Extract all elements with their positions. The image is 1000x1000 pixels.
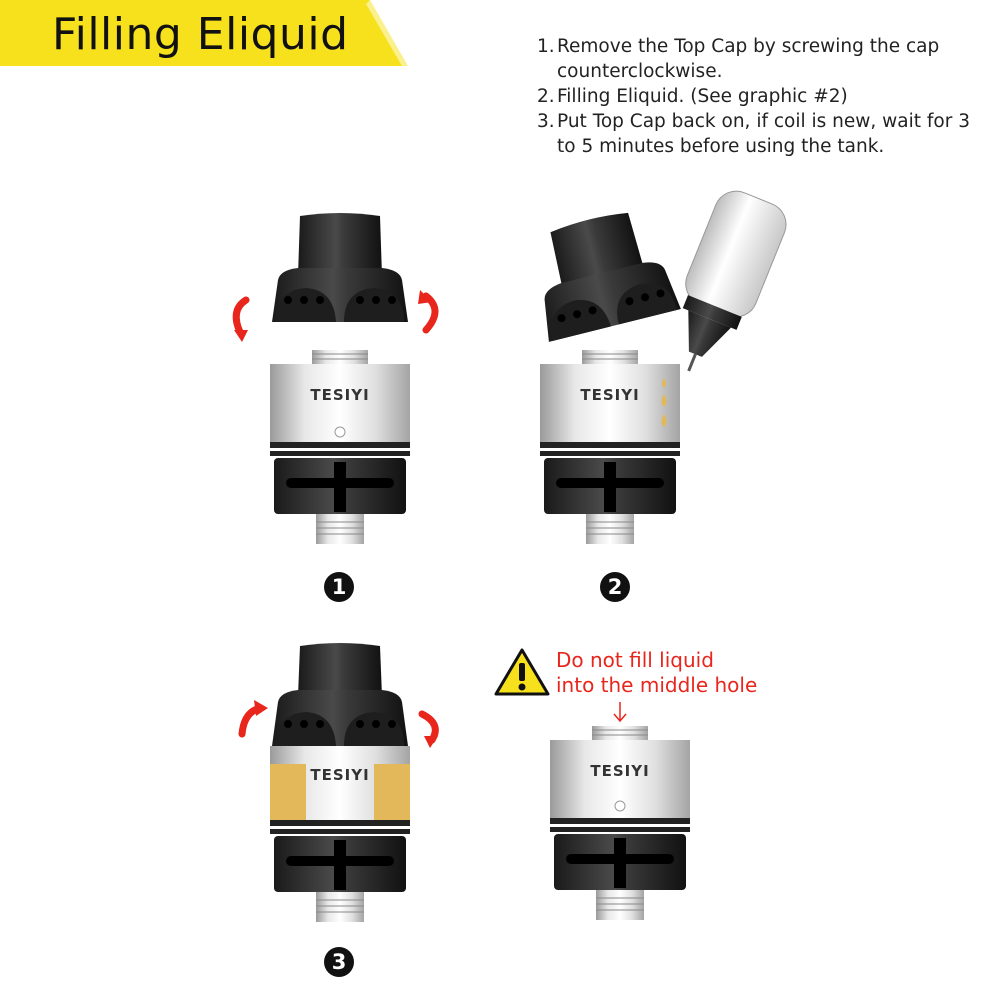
- step-marker-1: 1: [324, 572, 354, 602]
- step-marker-3: 3: [324, 947, 354, 977]
- step-number: 2.: [537, 86, 555, 107]
- liquid-level-right: [374, 764, 410, 820]
- figure-3-cap-on: TESIYI: [238, 643, 439, 922]
- instruction-step-2: 2. Filling Eliquid. (See graphic #2): [537, 84, 977, 109]
- warning-line-1: Do not fill liquid: [556, 648, 714, 672]
- liquid-drops: [661, 378, 667, 427]
- liquid-level-left: [270, 764, 306, 820]
- instruction-step-3: 3. Put Top Cap back on, if coil is new, …: [537, 109, 977, 159]
- page-title: Filling Eliquid: [52, 9, 349, 60]
- rotate-right-arrow-icon: [422, 292, 439, 334]
- warning-line-2: into the middle hole: [556, 673, 758, 697]
- figure-1-remove-cap: TESIYI: [232, 213, 439, 544]
- tank-body: TESIYI: [270, 350, 410, 544]
- top-cap: [272, 213, 408, 322]
- brand-label: TESIYI: [580, 386, 639, 404]
- figure-2-filling: TESIYI: [540, 190, 787, 544]
- step-marker-2: 2: [600, 572, 630, 602]
- tank-body-filled: TESIYI: [270, 746, 410, 922]
- top-cap-tilted: [544, 212, 681, 342]
- rotate-left-arrow-icon: [232, 296, 250, 336]
- instruction-list: 1. Remove the Top Cap by screwing the ca…: [537, 34, 977, 159]
- step-text: Put Top Cap back on, if coil is new, wai…: [557, 111, 970, 157]
- step-text: Filling Eliquid. (See graphic #2): [557, 86, 848, 107]
- eliquid-bottle: [682, 190, 787, 372]
- banner-background: [0, 0, 408, 66]
- step-number: 3.: [537, 111, 555, 132]
- tank-body: TESIYI: [550, 726, 690, 920]
- top-cap: [272, 643, 408, 746]
- brand-label: TESIYI: [590, 762, 649, 780]
- warning-message: Do not fill liquid into the middle hole: [556, 648, 757, 698]
- step-text: Remove the Top Cap by screwing the cap c…: [557, 36, 940, 82]
- title-banner: Filling Eliquid: [0, 0, 410, 66]
- brand-label: TESIYI: [310, 766, 369, 784]
- figure-4-middle-hole: TESIYI: [550, 702, 690, 920]
- warning-triangle-icon: [494, 648, 550, 696]
- step-number: 1.: [537, 36, 555, 57]
- brand-label: TESIYI: [310, 386, 369, 404]
- instruction-step-1: 1. Remove the Top Cap by screwing the ca…: [537, 34, 977, 84]
- tank-body: TESIYI: [540, 350, 680, 544]
- pointer-arrow-icon: [613, 702, 627, 723]
